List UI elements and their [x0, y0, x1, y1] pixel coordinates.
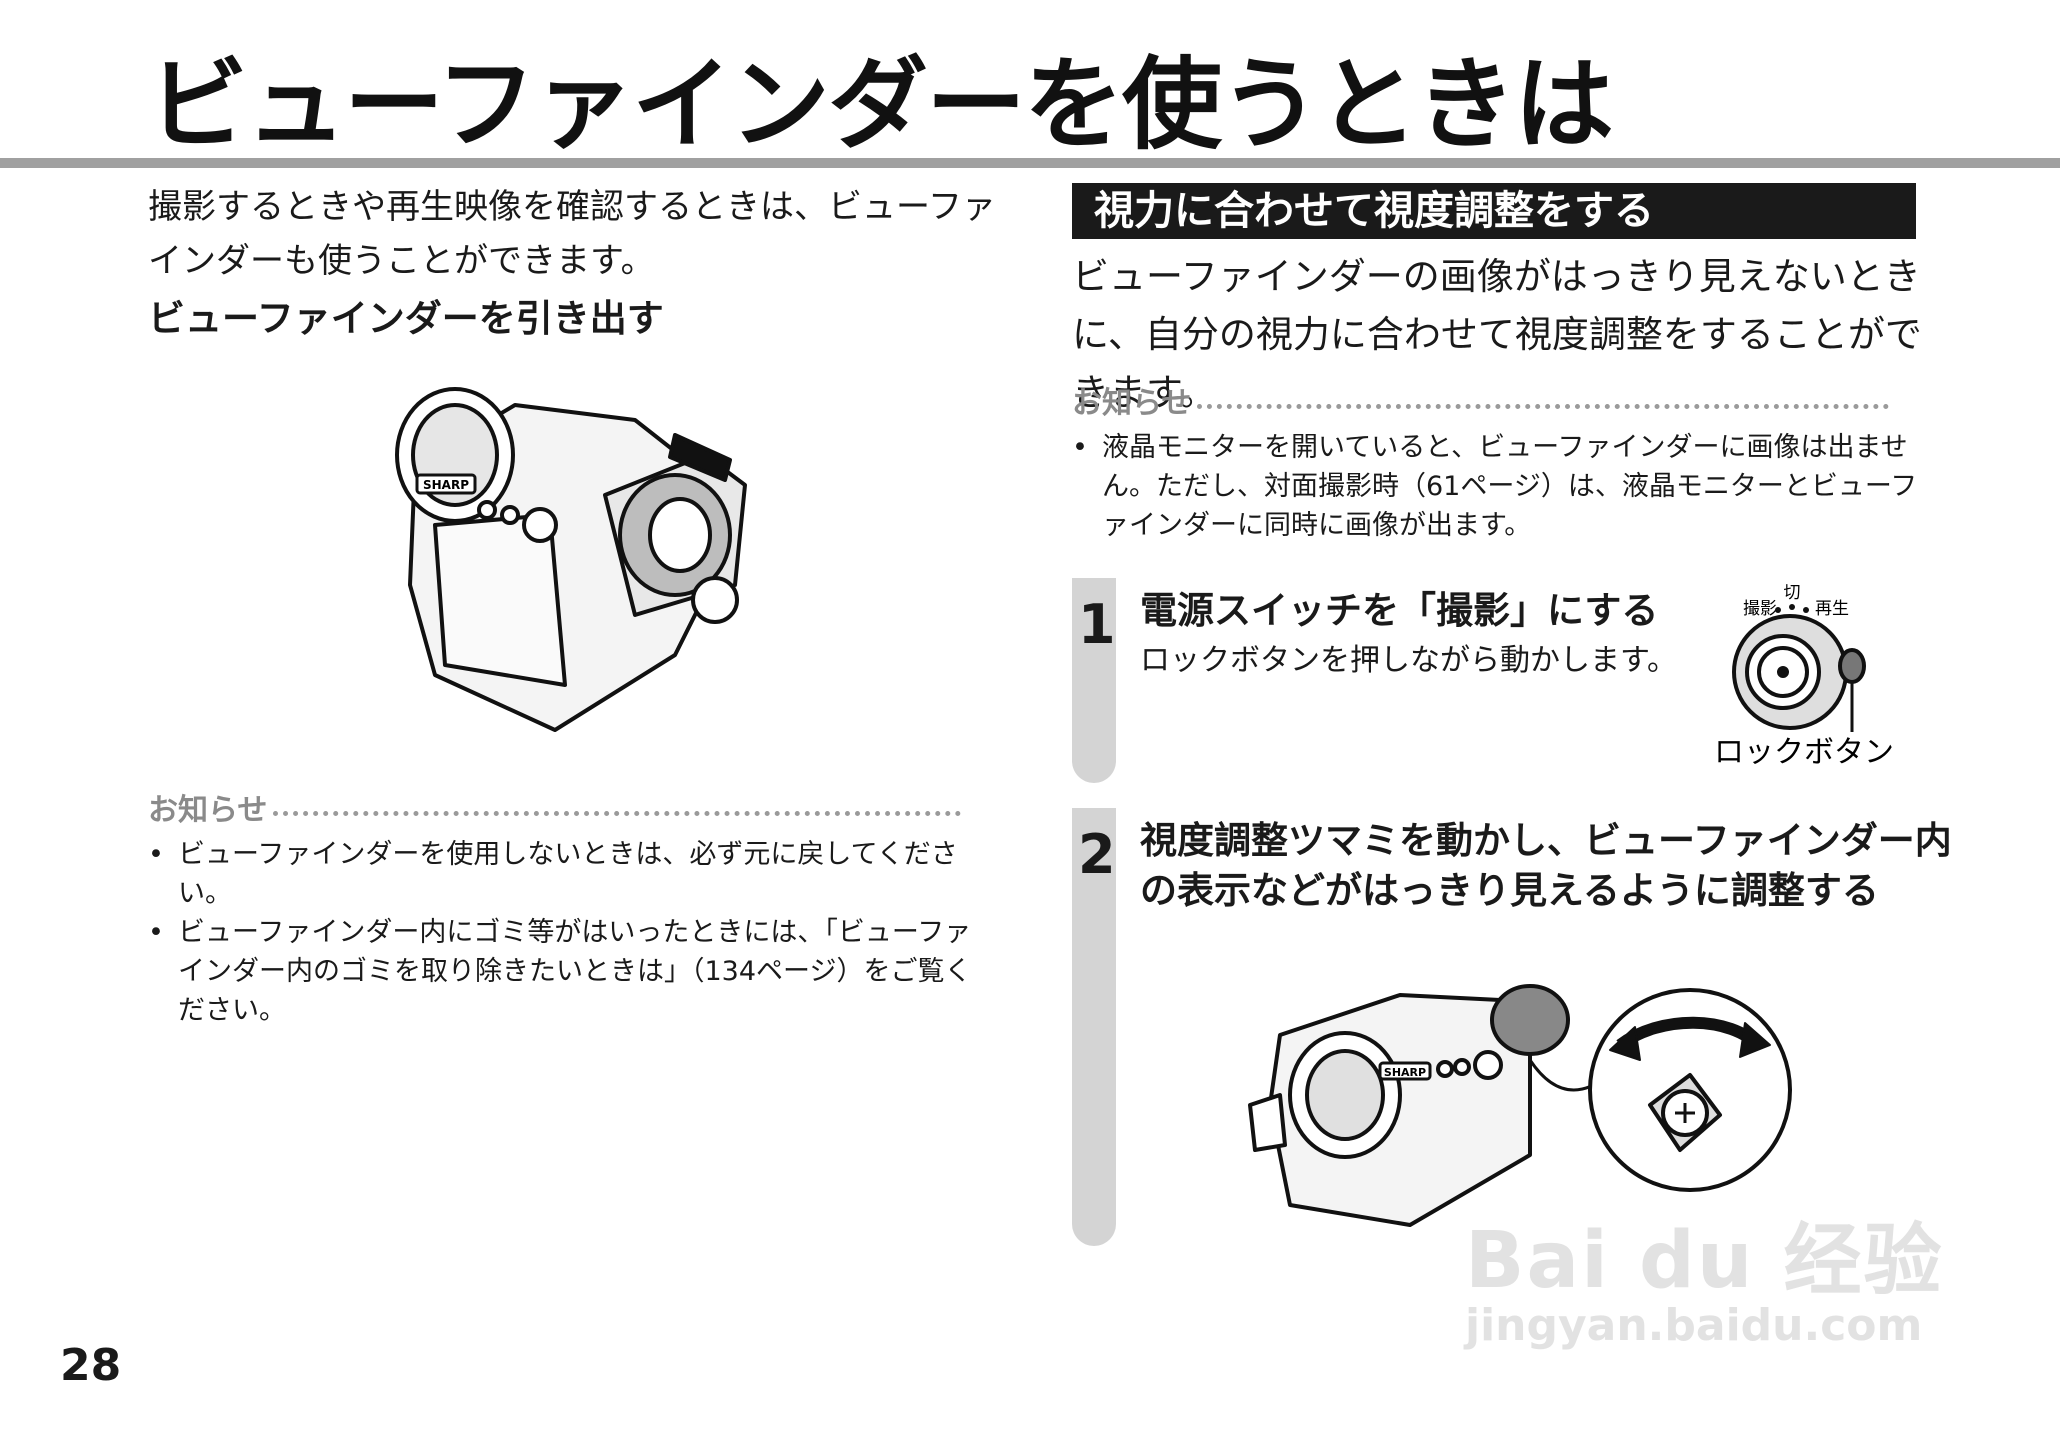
switch-label-play: 再生: [1815, 599, 1849, 619]
intro-text: 撮影するときや再生映像を確認するときは、ビューファインダーも使うことができます。: [148, 187, 996, 281]
right-notice: お知らせ 液晶モニターを開いていると、ビューファインダーに画像は出ません。ただし…: [1072, 378, 1932, 545]
list-item: ビューファインダー内にゴミ等がはいったときには、「ビューファインダー内のゴミを取…: [148, 913, 988, 1030]
watermark-url: jingyan.baidu.com: [1465, 1300, 1923, 1351]
camcorder-brand-label: SHARP: [423, 478, 469, 492]
notice-dotted-rule: [273, 807, 962, 816]
camcorder-brand-label: SHARP: [1384, 1066, 1426, 1079]
step-1-title: 電源スイッチを「撮影」にする: [1140, 589, 1659, 632]
step-2-title-line1: 視度調整ツマミを動かし、ビューファインダー内: [1140, 819, 1952, 862]
right-notice-label: お知らせ: [1072, 386, 1192, 421]
subheading-pull-out: ビューファインダーを引き出す: [148, 297, 664, 340]
step-1-description: ロックボタンを押しながら動かします。: [1140, 643, 1677, 678]
watermark-brand: Bai du 经验: [1465, 1216, 1944, 1306]
left-notice-heading: お知らせ: [148, 785, 988, 829]
list-item: 液晶モニターを開いていると、ビューファインダーに画像は出ません。ただし、対面撮影…: [1072, 428, 1932, 545]
step-2-number: 2: [1078, 823, 1116, 886]
lock-button-callout: ロックボタン: [1714, 735, 1894, 770]
step-1-number: 1: [1078, 593, 1116, 656]
step-1-tab: [1072, 578, 1116, 783]
page-title: ビューファインダーを使うときは: [148, 46, 1614, 163]
section-heading-bar: 視力に合わせて視度調整をする: [1072, 183, 1916, 239]
title-rule: [0, 158, 2060, 168]
power-switch-diagram: 切 撮影 再生 ロックボタン: [1714, 583, 1894, 770]
section-description: ビューファインダーの画像がはっきり見えないときに、自分の視力に合わせて視度調整を…: [1072, 255, 1922, 414]
right-notice-heading: お知らせ: [1072, 378, 1932, 422]
camcorder-diopter-illustration: SHARP: [1248, 984, 1792, 1227]
right-notice-list: 液晶モニターを開いていると、ビューファインダーに画像は出ません。ただし、対面撮影…: [1072, 428, 1932, 545]
left-notice: お知らせ ビューファインダーを使用しないときは、必ず元に戻してください。 ビュー…: [148, 785, 988, 1030]
camcorder-pull-out-illustration: SHARP: [395, 387, 747, 732]
list-item: ビューファインダーを使用しないときは、必ず元に戻してください。: [148, 835, 988, 913]
step-2-title-line2: の表示などがはっきり見えるように調整する: [1140, 869, 1879, 912]
page-number: 28: [60, 1340, 122, 1391]
left-notice-label: お知らせ: [148, 793, 268, 828]
notice-dotted-rule: [1197, 400, 1890, 409]
left-notice-list: ビューファインダーを使用しないときは、必ず元に戻してください。 ビューファインダ…: [148, 835, 988, 1030]
switch-label-off: 切: [1784, 583, 1801, 603]
switch-label-record: 撮影: [1743, 599, 1777, 619]
step-2-tab: [1072, 808, 1116, 1246]
